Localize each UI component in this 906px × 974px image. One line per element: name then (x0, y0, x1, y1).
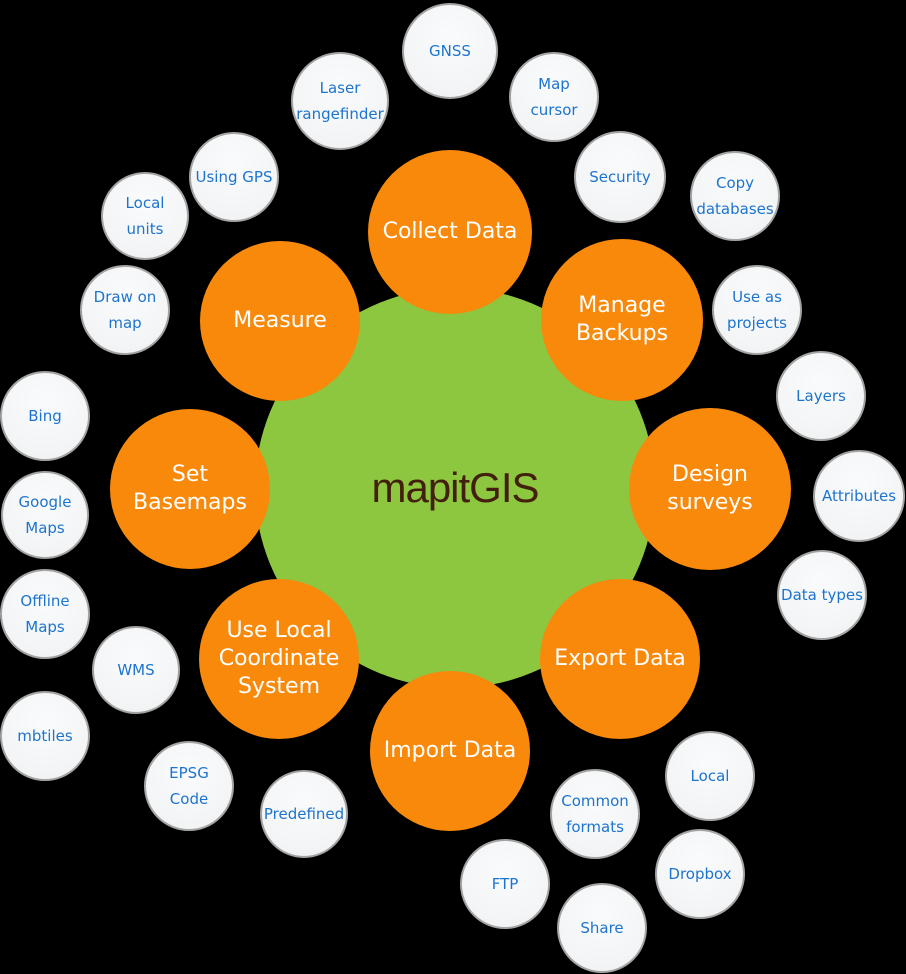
subtopic-local: Local (665, 731, 755, 821)
subtopic-predefined-label: Predefined (263, 805, 345, 823)
subtopic-predefined: Predefined (260, 770, 348, 858)
subtopic-security: Security (574, 131, 666, 223)
subtopic-ftp: FTP (460, 839, 550, 929)
subtopic-use-as-projects: Use as projects (712, 265, 802, 355)
subtopic-ftp-label: FTP (491, 875, 519, 893)
main-topic-manage-backups: Manage Backups (541, 239, 703, 401)
subtopic-map-cursor-label: Map cursor (530, 75, 578, 119)
subtopic-epsg-code: EPSG Code (144, 741, 234, 831)
subtopic-attributes-label: Attributes (821, 487, 897, 505)
subtopic-google-maps-label: Google Maps (18, 493, 72, 537)
subtopic-dropbox-label: Dropbox (668, 865, 732, 883)
subtopic-offline-maps: Offline Maps (0, 569, 90, 659)
subtopic-laser-rangefinder: Laser rangefinder (291, 52, 389, 150)
subtopic-draw-on-map: Draw on map (80, 265, 170, 355)
subtopic-mbtiles: mbtiles (0, 691, 90, 781)
subtopic-layers-label: Layers (796, 387, 846, 405)
main-topic-design-surveys-label: Design surveys (667, 462, 753, 515)
subtopic-use-as-projects-label: Use as projects (727, 288, 787, 332)
subtopic-common-formats-label: Common formats (561, 792, 629, 836)
main-topic-import-data: Import Data (370, 671, 530, 831)
main-topic-design-surveys: Design surveys (629, 408, 791, 570)
subtopic-offline-maps-label: Offline Maps (20, 592, 70, 636)
subtopic-wms: WMS (92, 626, 180, 714)
main-topic-set-basemaps-label: Set Basemaps (133, 462, 247, 515)
subtopic-layers: Layers (776, 351, 866, 441)
main-topic-import-data-label: Import Data (383, 738, 517, 763)
subtopic-epsg-code-label: EPSG Code (169, 764, 209, 808)
subtopic-share: Share (557, 883, 647, 973)
subtopic-gnss-label: GNSS (429, 42, 471, 60)
subtopic-using-gps-label: Using GPS (195, 168, 273, 186)
main-topic-set-basemaps: Set Basemaps (110, 409, 270, 569)
subtopic-dropbox: Dropbox (655, 829, 745, 919)
subtopic-draw-on-map-label: Draw on map (93, 288, 157, 332)
subtopic-wms-label: WMS (117, 661, 155, 679)
subtopic-data-types-label: Data types (781, 586, 863, 604)
subtopic-copy-databases-label: Copy databases (696, 174, 774, 218)
subtopic-map-cursor: Map cursor (509, 52, 599, 142)
subtopic-local-units-label: Local units (125, 194, 165, 238)
main-topic-collect-data-label: Collect Data (382, 219, 518, 244)
subtopic-attributes: Attributes (813, 450, 905, 542)
main-topic-manage-backups-label: Manage Backups (575, 293, 669, 346)
subtopic-gnss: GNSS (402, 3, 498, 99)
subtopic-local-units: Local units (101, 172, 189, 260)
main-topic-export-data-label: Export Data (554, 646, 686, 671)
main-topic-use-local-coordinate-system: Use Local Coordinate System (199, 579, 359, 739)
subtopic-mbtiles-label: mbtiles (17, 727, 73, 745)
subtopic-security-label: Security (589, 168, 651, 186)
main-topic-collect-data: Collect Data (368, 150, 532, 314)
subtopic-local-label: Local (690, 767, 730, 785)
subtopic-bing: Bing (0, 371, 90, 461)
center-node-mapitgis-label: mapitGIS (371, 463, 539, 511)
subtopic-using-gps: Using GPS (189, 132, 279, 222)
subtopic-google-maps: Google Maps (1, 471, 89, 559)
subtopic-share-label: Share (580, 919, 624, 937)
subtopic-common-formats: Common formats (550, 769, 640, 859)
subtopic-bing-label: Bing (28, 407, 62, 425)
main-topic-export-data: Export Data (540, 579, 700, 739)
subtopic-copy-databases: Copy databases (690, 151, 780, 241)
subtopic-laser-rangefinder-label: Laser rangefinder (296, 79, 384, 123)
subtopic-data-types: Data types (777, 550, 867, 640)
main-topic-use-local-coordinate-system-label: Use Local Coordinate System (218, 618, 340, 699)
main-topic-measure: Measure (200, 241, 360, 401)
main-topic-measure-label: Measure (233, 308, 327, 333)
